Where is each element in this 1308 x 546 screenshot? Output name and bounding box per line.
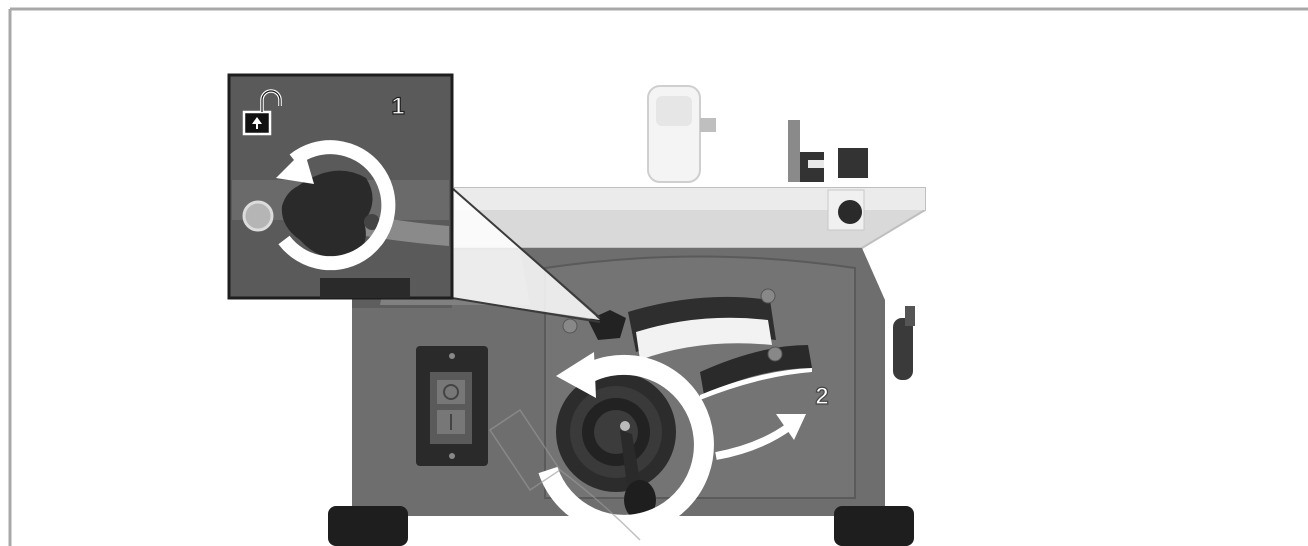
side-handle	[893, 306, 915, 380]
inset-detail	[229, 75, 452, 298]
power-switch	[416, 346, 488, 466]
callout-step-1: 1	[391, 93, 404, 120]
riving-knife-guard	[648, 86, 716, 182]
callout-step-2: 2	[815, 383, 828, 410]
rip-fence	[788, 120, 868, 182]
table-top	[452, 188, 925, 248]
